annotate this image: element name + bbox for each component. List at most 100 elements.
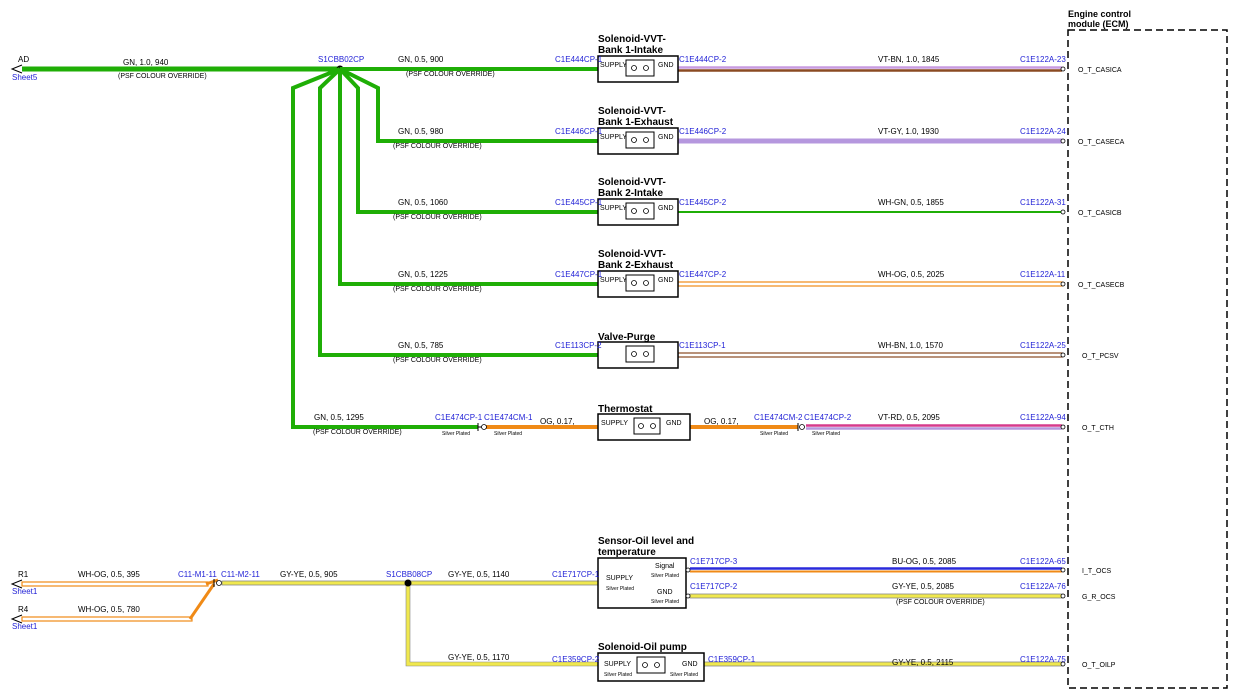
oilsensor-title-1: Sensor-Oil level and <box>598 536 694 547</box>
arrow-ad[interactable] <box>10 64 23 74</box>
vvt4-conn-out[interactable]: C1E447CP-2 <box>679 270 727 279</box>
purge-symbol <box>625 345 655 363</box>
source-r4-sheet[interactable]: Sheet1 <box>12 622 38 631</box>
wire-b5[interactable] <box>318 67 598 357</box>
wire-r1[interactable] <box>21 581 209 587</box>
thermo-plated-1: Silver Plated <box>442 431 470 437</box>
wire-o8-override: (PSF COLOUR OVERRIDE) <box>896 599 985 606</box>
vvt2-conn-in[interactable]: C1E446CP-1 <box>555 127 603 136</box>
c11-conn-1[interactable]: C11-M1-11 <box>178 570 217 579</box>
wire-o8[interactable] <box>689 593 1063 599</box>
arrow-r1[interactable] <box>10 579 23 589</box>
c11-conn-2[interactable]: C11-M2-11 <box>221 570 260 579</box>
wire-gy1[interactable] <box>221 580 409 586</box>
ecm-pin-2[interactable]: O_T_CASICB <box>1078 210 1122 217</box>
purge-conn-out[interactable]: C1E113CP-1 <box>679 341 726 350</box>
wire-o9[interactable] <box>703 661 1063 667</box>
splice-s1cbb08cp[interactable] <box>404 579 412 587</box>
vvt3-symbol <box>625 202 655 220</box>
ecm-pin-7[interactable]: G_R_OCS <box>1082 594 1116 601</box>
oilpump-conn-in[interactable]: C1E359CP-2 <box>552 655 600 664</box>
wire-b4[interactable] <box>338 69 598 286</box>
wire-gy2-label: GY-YE, 0.5, 1140 <box>448 570 510 579</box>
vvt2-gnd: GND <box>658 134 674 141</box>
wire-r1-bend[interactable] <box>205 578 219 586</box>
wire-b6-label: GN, 0.5, 1295 <box>314 413 364 422</box>
wire-r4[interactable] <box>21 616 193 622</box>
ecm-pin-5[interactable]: O_T_CTH <box>1082 425 1114 432</box>
arrow-r4[interactable] <box>10 614 23 624</box>
wire-o3-label: WH-GN, 0.5, 1855 <box>878 198 944 207</box>
wire-gy3-outline <box>405 583 598 667</box>
thermo-supply: SUPPLY <box>601 420 628 427</box>
wire-b3[interactable] <box>338 67 598 214</box>
source-ad-sheet[interactable]: Sheet5 <box>12 73 38 82</box>
thermo-conn-2[interactable]: C1E474CM-1 <box>484 413 533 422</box>
wire-o5-label: WH-BN, 1.0, 1570 <box>878 341 943 350</box>
ecm-conn-94[interactable]: C1E122A-94 <box>1020 413 1066 422</box>
vvt2-symbol <box>625 131 655 149</box>
vvt4-gnd: GND <box>658 277 674 284</box>
splice-s1cbb02cp-label[interactable]: S1CBB02CP <box>318 55 364 64</box>
ecm-conn-25[interactable]: C1E122A-25 <box>1020 341 1066 350</box>
wire-o7-label: BU-OG, 0.5, 2085 <box>892 557 957 566</box>
ecm-pin-8[interactable]: O_T_OILP <box>1082 662 1116 669</box>
thermo-conn-3[interactable]: C1E474CM-2 <box>754 413 803 422</box>
source-r1-sheet[interactable]: Sheet1 <box>12 587 38 596</box>
wire-r4-bend[interactable] <box>188 583 216 620</box>
ecm-conn-75[interactable]: C1E122A-75 <box>1020 655 1066 664</box>
ecm-conn-24[interactable]: C1E122A-24 <box>1020 127 1066 136</box>
oilsensor-conn-in[interactable]: C1E717CP-1 <box>552 570 600 579</box>
oilpump-conn-out[interactable]: C1E359CP-1 <box>708 655 756 664</box>
oilsensor-plated-gnd: Silver Plated <box>651 599 679 605</box>
vvt4-title-2: Bank 2-Exhaust <box>598 260 674 271</box>
purge-conn-in[interactable]: C1E113CP-2 <box>555 341 602 350</box>
wire-b2-override: (PSF COLOUR OVERRIDE) <box>393 143 482 150</box>
oilsensor-conn-sig[interactable]: C1E717CP-3 <box>690 557 738 566</box>
splice-s1cbb08cp-label[interactable]: S1CBB08CP <box>386 570 432 579</box>
oilsensor-box[interactable] <box>597 557 687 609</box>
source-r4-label: R4 <box>18 605 29 614</box>
thermo-conn-4[interactable]: C1E474CP-2 <box>804 413 852 422</box>
thermo-conn-1[interactable]: C1E474CP-1 <box>435 413 483 422</box>
wire-o5[interactable] <box>677 352 1063 358</box>
wire-o1-label: VT-BN, 1.0, 1845 <box>878 55 940 64</box>
ecm-conn-11[interactable]: C1E122A-11 <box>1020 270 1066 279</box>
vvt1-title-1: Solenoid-VVT- <box>598 34 666 45</box>
wire-r4-label: WH-OG, 0.5, 780 <box>78 605 140 614</box>
ecm-pin-0[interactable]: O_T_CASICA <box>1078 67 1122 74</box>
ecm-pin-3[interactable]: O_T_CASECB <box>1078 282 1125 289</box>
ecm-conn-76[interactable]: C1E122A-76 <box>1020 582 1066 591</box>
vvt2-conn-out[interactable]: C1E446CP-2 <box>679 127 727 136</box>
ecm-pin-1[interactable]: O_T_CASECA <box>1078 139 1125 146</box>
wire-o4[interactable] <box>677 281 1063 287</box>
source-ad-label: AD <box>18 55 29 64</box>
oilsensor-plated-signal: Silver Plated <box>651 573 679 579</box>
vvt4-conn-in[interactable]: C1E447CP-1 <box>555 270 603 279</box>
oilpump-gnd: GND <box>682 661 698 668</box>
wire-b6[interactable] <box>291 67 478 429</box>
wire-gy3[interactable] <box>406 583 598 666</box>
oilpump-supply: SUPPLY <box>604 661 631 668</box>
ecm-pin-4[interactable]: O_T_PCSV <box>1082 353 1119 360</box>
oilsensor-gnd: GND <box>657 589 673 596</box>
vvt1-conn-out[interactable]: C1E444CP-2 <box>679 55 727 64</box>
wire-b1-label: GN, 0.5, 900 <box>398 55 444 64</box>
wire-t-in-label: OG, 0.17, <box>540 417 575 426</box>
wire-main-label: GN, 1.0, 940 <box>123 58 169 67</box>
wire-b3-override: (PSF COLOUR OVERRIDE) <box>393 214 482 221</box>
ecm-conn-31[interactable]: C1E122A-31 <box>1020 198 1066 207</box>
vvt3-conn-in[interactable]: C1E445CP-1 <box>555 198 603 207</box>
vvt1-conn-in[interactable]: C1E444CP-1 <box>555 55 603 64</box>
ecm-conn-23[interactable]: C1E122A-23 <box>1020 55 1066 64</box>
oilsensor-conn-gnd[interactable]: C1E717CP-2 <box>690 582 738 591</box>
ecm-pin-6[interactable]: I_T_OCS <box>1082 568 1112 575</box>
vvt3-gnd: GND <box>658 205 674 212</box>
wire-b2[interactable] <box>339 67 598 143</box>
ecm-box[interactable] <box>1067 29 1228 689</box>
vvt3-conn-out[interactable]: C1E445CP-2 <box>679 198 727 207</box>
wire-gy2[interactable] <box>407 580 599 586</box>
ecm-conn-65[interactable]: C1E122A-65 <box>1020 557 1066 566</box>
wire-o8-label: GY-YE, 0.5, 2085 <box>892 582 955 591</box>
